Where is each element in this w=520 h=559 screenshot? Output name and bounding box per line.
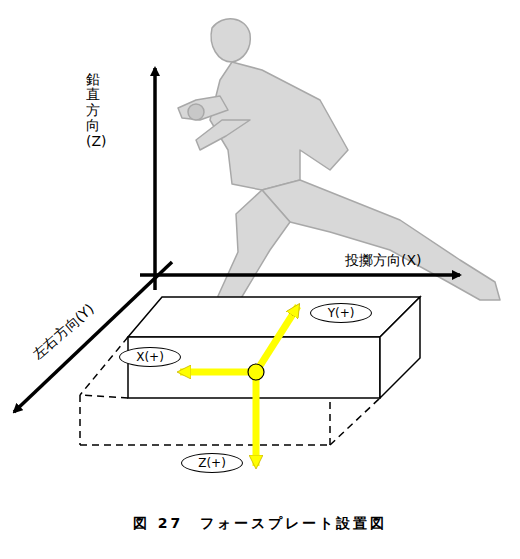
force-plate [128,297,420,398]
axis-label: X(+) [136,350,164,364]
plate-pit [80,337,380,445]
axis-label: Y(+) [328,306,355,320]
axis-title: 鉛直方向(Z) [86,72,100,149]
force-axes-outline [248,364,264,380]
axis-ellipse: Z(+) [181,453,243,473]
axis-label: Z(+) [198,456,226,470]
figure-caption: 図 27 フォースプレート設置図 [133,515,387,533]
axis-title: 左右方向(Y) [30,300,99,363]
axis-title: 投擲方向(X) [345,252,422,270]
axis-ellipse: X(+) [119,347,181,367]
axis-ellipse: Y(+) [310,303,372,323]
force-axes [180,306,298,466]
axes [14,68,460,412]
